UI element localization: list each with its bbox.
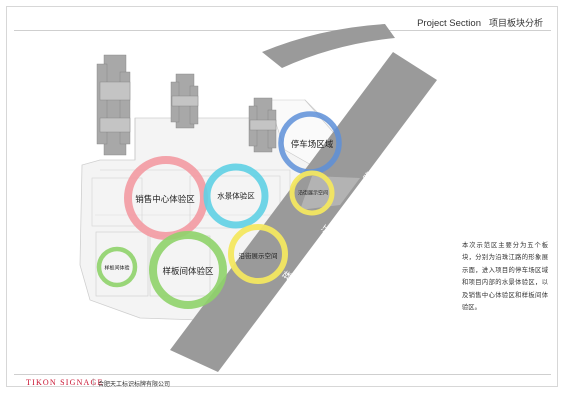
zone-ring-water (203, 163, 269, 229)
zone-ring-showroom (149, 231, 227, 309)
building-outline (95, 231, 149, 297)
zone-label-showroom-small: 样板间体验 (104, 265, 130, 272)
footer-divider (14, 374, 551, 375)
zone-label-sales: 销售中心体验区 (135, 195, 195, 205)
brand-logo-text: TIKON SIGNAGE (26, 378, 104, 387)
zone-ring-showroom-small (96, 246, 138, 288)
tower-block (96, 54, 131, 156)
company-name: 合肥天工标识标牌有限公司 (98, 381, 171, 388)
building-outline (91, 177, 143, 227)
zone-ring-river-display-lower (228, 224, 288, 284)
zone-ring-river-display-upper (289, 170, 335, 216)
tower-block (248, 97, 277, 153)
page-title: Project Section 项目板块分析 (417, 16, 543, 29)
zone-label-water: 水景体验区 (217, 191, 255, 201)
zone-label-parking: 停车场区域 (290, 140, 334, 150)
street-curve (262, 24, 395, 68)
zone-label-showroom: 样板间体验区 (162, 267, 214, 277)
description-text: 本次示范区主要分为五个板块，分别为沿珠江路的形象展示面，进入项目的停车场区域和项… (462, 242, 548, 312)
title-chinese: 项目板块分析 (488, 19, 543, 29)
title-english: Project Section (417, 18, 481, 29)
page-border (6, 6, 558, 387)
zone-label-river-display-lower: 沿街展示空间 (238, 252, 278, 260)
zone-label-river-display-upper: 沿街展示空间 (297, 190, 329, 197)
tower-block (170, 73, 199, 129)
header-divider (14, 30, 551, 31)
footer-separator: | (92, 378, 95, 386)
